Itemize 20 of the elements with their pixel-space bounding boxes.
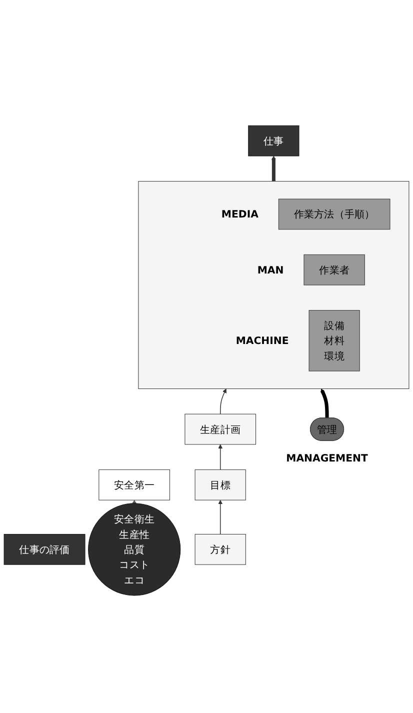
node-label: MEDIA <box>221 208 258 220</box>
arrow <box>320 388 329 418</box>
node-circle: 安全衛生 生産性 品質 コスト エコ <box>88 503 181 596</box>
node-label: MANAGEMENT <box>286 452 368 464</box>
node-box: 作業者 <box>304 254 365 286</box>
node-box: 設備 材料 環境 <box>308 310 360 372</box>
arrow <box>271 156 276 182</box>
node-box: 安全第一 <box>98 469 170 500</box>
node-box: 仕事 <box>248 125 300 156</box>
node-label: MAN <box>257 264 284 276</box>
arrow <box>218 500 223 535</box>
node-label: MACHINE <box>236 334 289 347</box>
cluster <box>138 181 410 389</box>
node-box: 仕事の評価 <box>4 534 86 565</box>
node-box: 作業方法（手順） <box>278 198 390 230</box>
arrow <box>220 388 226 414</box>
node-box: 目標 <box>194 469 246 500</box>
arrow <box>218 444 223 470</box>
node-box: 生産計画 <box>184 414 256 445</box>
node-box: 方針 <box>194 534 246 565</box>
